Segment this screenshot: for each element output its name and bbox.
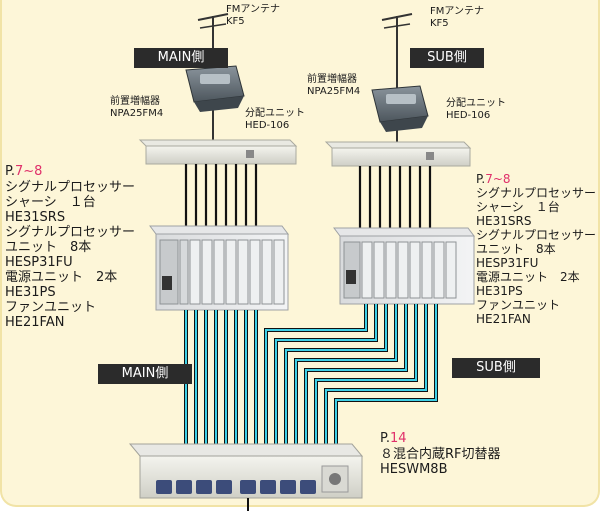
main-splitter-cables: [184, 164, 258, 232]
sub-preamp-label: 前置増幅器 NPA25FM4: [307, 74, 360, 98]
main-spec-line: ファンユニット: [5, 300, 97, 315]
main-page-ref-prefix: P.: [5, 164, 15, 179]
main-spec-line: HE31PS: [5, 285, 56, 300]
switcher-label: ８混合内蔵RF切替器 HESWM8B: [380, 447, 501, 477]
switcher-page-ref-num: 14: [389, 431, 407, 446]
sub-splitter-cables: [358, 166, 432, 232]
main-page-ref-sep: ~: [23, 164, 35, 179]
switcher-model: HESWM8B: [380, 462, 448, 477]
main-antenna-model: KF5: [226, 16, 245, 27]
sub-spec-line: シグナルプロセッサー: [476, 228, 597, 242]
sub-spec-line: HE31SRS: [476, 214, 532, 228]
main-spec-line: HE21FAN: [5, 315, 65, 330]
sub-page-ref-prefix: P.: [476, 172, 486, 186]
main-spec-line: 電源ユニット 2本: [5, 270, 118, 285]
sub-spec-line: HE31PS: [476, 284, 523, 298]
main-preamp-icon: [185, 65, 245, 112]
switcher-page-ref-prefix: P.: [380, 431, 390, 446]
sub-spec-line: ユニット 8本: [476, 242, 556, 256]
main-splitter-model: HED-106: [245, 120, 290, 131]
main-signal-processor-chassis: [149, 225, 289, 311]
sub-side-badge-top: SUB側: [410, 48, 484, 68]
main-preamp-title: 前置増幅器: [110, 96, 160, 107]
main-output-cables: [184, 310, 258, 452]
sub-splitter-unit: [324, 141, 472, 167]
main-spec-line: HE31SRS: [5, 210, 66, 225]
main-splitter-label: 分配ユニット HED-106: [245, 108, 305, 132]
sub-splitter-model: HED-106: [446, 110, 491, 121]
sub-spec-list: シグナルプロセッサー シャーシ １台 HE31SRS シグナルプロセッサー ユニ…: [476, 186, 596, 326]
sub-spec-line: HESP31FU: [476, 256, 539, 270]
sub-preamp-model: NPA25FM4: [307, 86, 361, 97]
sub-spec-line: ファンユニット: [476, 298, 561, 312]
main-preamp-label: 前置増幅器 NPA25FM4: [110, 96, 163, 120]
sub-output-cables: [264, 304, 438, 452]
sub-spec-line: 電源ユニット 2本: [476, 270, 580, 284]
main-spec-line: シグナルプロセッサー: [5, 180, 136, 195]
sub-spec-line: シグナルプロセッサー: [476, 186, 597, 200]
main-spec-line: HESP31FU: [5, 255, 73, 270]
sub-page-ref: P.7~8: [476, 172, 511, 186]
sub-page-ref-last: 8: [502, 172, 511, 186]
sub-signal-processor-chassis: [333, 227, 475, 305]
sub-splitter-label: 分配ユニット HED-106: [446, 98, 506, 122]
main-antenna-label: FMアンテナ KF5: [226, 4, 280, 28]
main-spec-line: シャーシ １台: [5, 195, 96, 210]
sub-page-ref-sep: ~: [492, 172, 503, 186]
main-spec-line: シグナルプロセッサー: [5, 225, 136, 240]
sub-preamp-title: 前置増幅器: [307, 74, 357, 85]
sub-preamp-icon: [371, 85, 429, 132]
main-preamp-model: NPA25FM4: [110, 108, 164, 119]
main-page-ref: P.7~8: [5, 164, 42, 179]
switcher-page-ref: P.14: [380, 431, 407, 446]
sub-spec-line: HE21FAN: [476, 312, 531, 326]
main-antenna-title: FMアンテナ: [226, 4, 280, 15]
main-spec-line: ユニット 8本: [5, 240, 92, 255]
sub-antenna-label: FMアンテナ KF5: [430, 6, 484, 30]
sub-antenna-model: KF5: [430, 18, 449, 29]
main-side-badge-bottom: MAIN側: [98, 364, 192, 384]
main-page-ref-first: 7: [14, 164, 24, 179]
sub-page-ref-first: 7: [485, 172, 493, 186]
main-spec-list: シグナルプロセッサー シャーシ １台 HE31SRS シグナルプロセッサー ユニ…: [5, 180, 135, 330]
main-page-ref-last: 8: [34, 164, 43, 179]
switcher-title: ８混合内蔵RF切替器: [380, 447, 501, 462]
sub-side-badge-bottom: SUB側: [452, 358, 540, 378]
rf-switcher-unit: [128, 443, 364, 511]
sub-splitter-title: 分配ユニット: [446, 98, 506, 109]
sub-spec-line: シャーシ １台: [476, 200, 560, 214]
main-side-badge-top: MAIN側: [134, 48, 228, 68]
sub-antenna-title: FMアンテナ: [430, 6, 484, 17]
main-splitter-title: 分配ユニット: [245, 108, 305, 119]
main-splitter-unit: [138, 139, 298, 165]
